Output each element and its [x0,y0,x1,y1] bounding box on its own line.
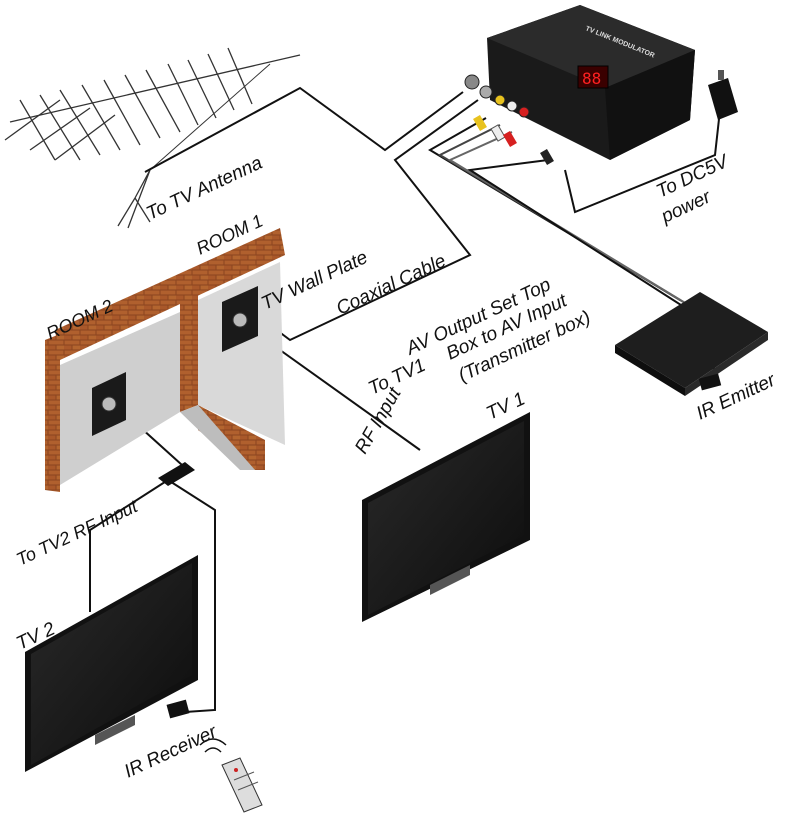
remote-control [199,738,263,813]
ir-emitter [698,373,722,391]
tv1 [362,412,530,622]
power-adapter [708,70,738,120]
modulator-display-value: 88 [582,69,601,88]
modulator: TV LINK MODULATOR 88 [464,5,695,160]
ir-splitter-box [158,462,195,486]
label-to-tv2-rf-input: To TV2 RF Input [13,496,141,570]
wall-plate-room1 [222,286,258,352]
ir-receiver [166,699,190,719]
wall-plate-room2 [92,372,126,436]
modulator-display [577,65,609,89]
tv2 [25,555,198,772]
rca-plugs [473,114,554,166]
wall [45,228,285,492]
antenna [4,47,301,229]
